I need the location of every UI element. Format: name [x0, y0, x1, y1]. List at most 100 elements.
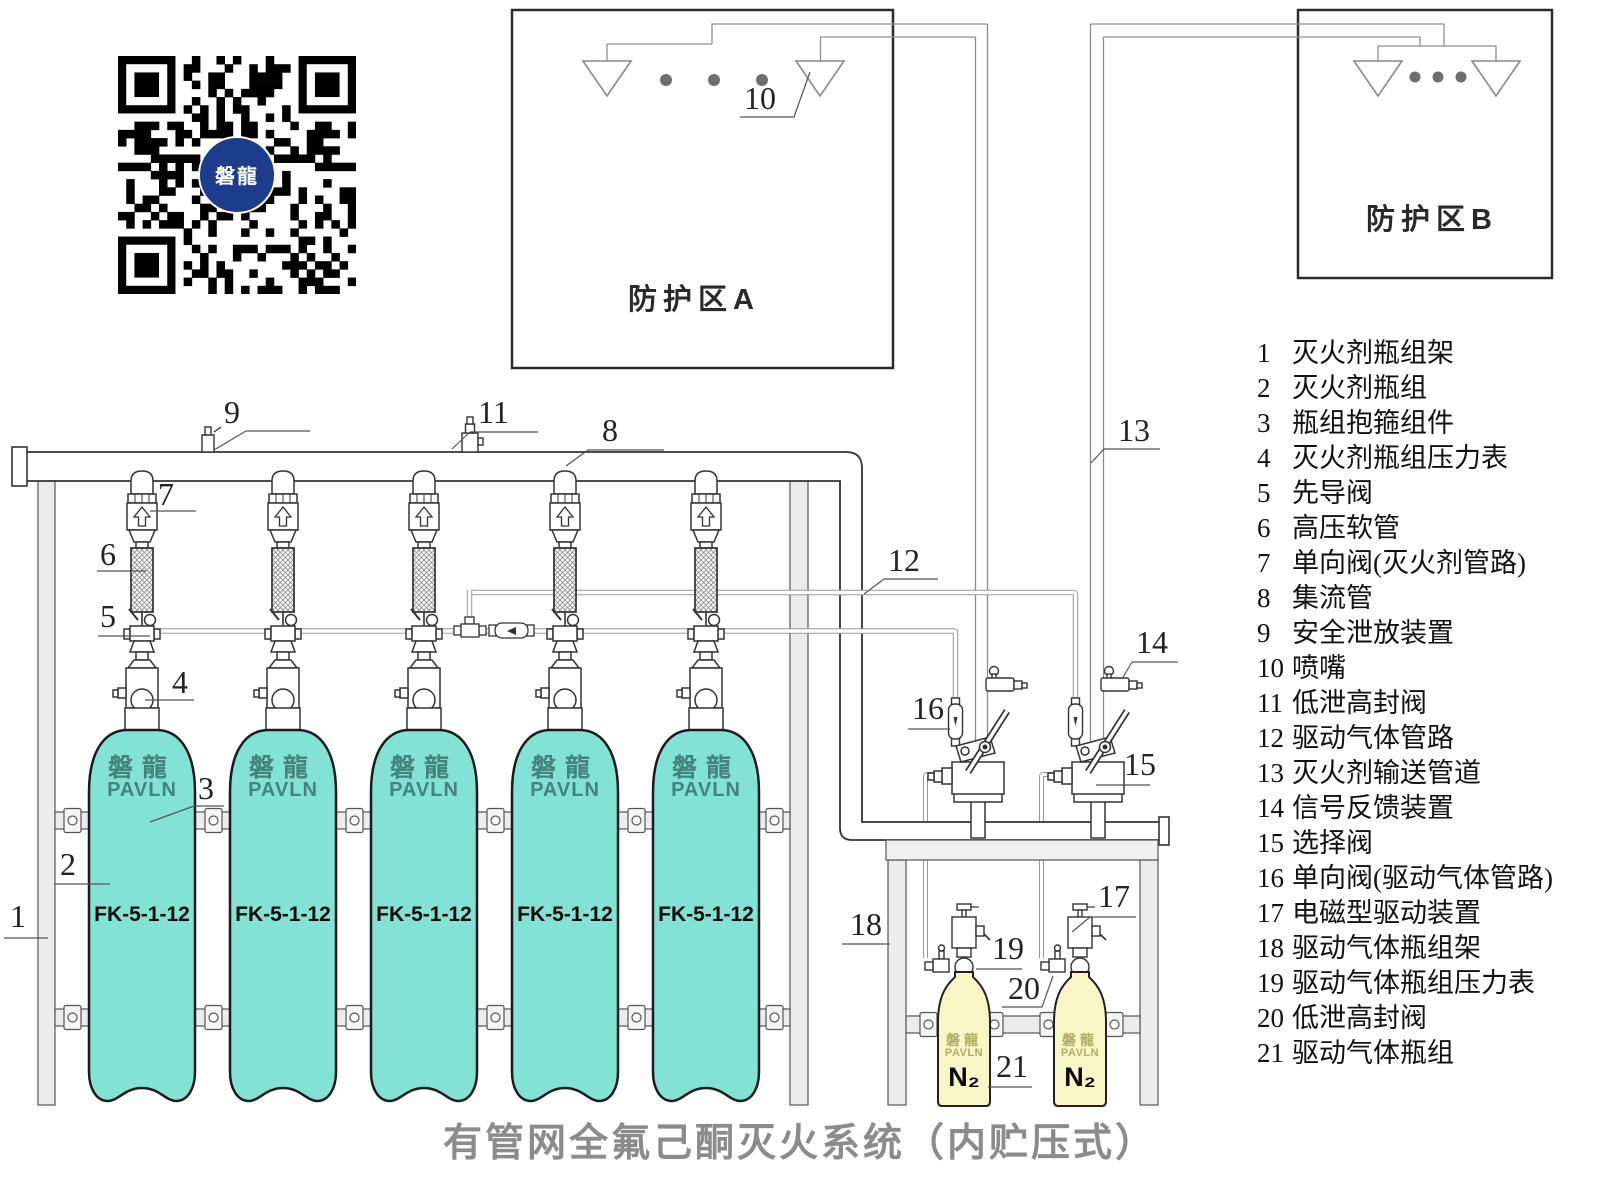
legend-item-number: 3 [1257, 408, 1271, 438]
check-valve-driver-b [1067, 697, 1084, 747]
callout-number: 12 [888, 542, 920, 578]
callout-number: 7 [158, 476, 174, 512]
legend-item-number: 15 [1257, 828, 1284, 858]
legend-item-label: 喷嘴 [1292, 653, 1346, 683]
callout-leaders [4, 71, 1178, 1088]
clamp-bolt [765, 807, 784, 834]
legend-item: 15 选择阀 [1257, 826, 1373, 860]
legend-item-number: 9 [1257, 618, 1271, 648]
legend-item-number: 14 [1257, 793, 1284, 823]
zone-a-label: 防护区A [628, 284, 760, 316]
clamp-bolt [627, 807, 646, 834]
legend-item: 14 信号反馈装置 [1257, 791, 1454, 825]
qr-logo-badge [198, 136, 276, 214]
legend-item-number: 6 [1257, 513, 1271, 543]
driving-gas-lines [130, 589, 1084, 747]
callout-number: 17 [1098, 878, 1130, 914]
nozzle-icon [1353, 60, 1403, 97]
legend-item-label: 驱动气体管路 [1292, 723, 1454, 753]
nozzle-icon [582, 60, 632, 97]
agent-brand-sub: PAVLN [248, 779, 318, 801]
check-valve-driver-a [947, 697, 964, 747]
callout-number: 18 [850, 906, 882, 942]
callout-number: 21 [996, 1048, 1028, 1084]
driver-brand-text: 磐龍 [946, 1032, 982, 1048]
legend-item-label: 信号反馈装置 [1292, 793, 1454, 823]
legend-item: 19 驱动气体瓶组压力表 [1257, 966, 1535, 1000]
zone-a-box [510, 8, 895, 370]
legend-item-number: 8 [1257, 583, 1271, 613]
callout-number: 19 [992, 930, 1024, 966]
legend-item-number: 13 [1257, 758, 1284, 788]
agent-model-label: FK-5-1-12 [94, 903, 190, 926]
zone-b-box [1296, 8, 1554, 280]
callout-number: 3 [198, 770, 214, 806]
legend-item-label: 先导阀 [1292, 478, 1373, 508]
legend-item-label: 驱动气体瓶组架 [1292, 933, 1481, 963]
nozzle-continuation-dots [660, 71, 1467, 86]
callout-number: 13 [1118, 412, 1150, 448]
legend-item-label: 瓶组抱箍组件 [1292, 408, 1454, 438]
agent-brand-text: 磐龍 [530, 754, 599, 782]
legend-item-number: 20 [1257, 1003, 1284, 1033]
driver-brand-sub: PAVLN [1060, 1047, 1100, 1059]
zone-piping [606, 23, 1497, 61]
callout-number: 15 [1124, 746, 1156, 782]
low-leak-high-seal-valve [461, 416, 484, 453]
legend-item-label: 选择阀 [1292, 828, 1373, 858]
legend-item: 4 灭火剂瓶组压力表 [1257, 441, 1508, 475]
legend-item-label: 单向阀(灭火剂管路) [1292, 548, 1526, 578]
clamp-bolt [63, 1004, 82, 1031]
nozzle-icon [1471, 60, 1521, 97]
agent-brand-sub: PAVLN [671, 779, 741, 801]
agent-delivery-pipes [974, 24, 1105, 742]
legend-item-label: 安全泄放装置 [1292, 618, 1454, 648]
selection-valve-a [928, 711, 1007, 838]
callout-number: 20 [1008, 970, 1040, 1006]
callout-number: 2 [60, 846, 76, 882]
legend-item-label: 驱动气体瓶组压力表 [1292, 968, 1535, 998]
clamp-bolt [627, 1004, 646, 1031]
legend-item: 17 电磁型驱动装置 [1257, 896, 1481, 930]
agent-model-label: FK-5-1-12 [517, 903, 613, 926]
legend-item-number: 4 [1257, 443, 1271, 473]
legend-item-label: 灭火剂瓶组压力表 [1292, 443, 1508, 473]
legend-item-label: 灭火剂瓶组 [1292, 373, 1427, 403]
legend-item-number: 17 [1257, 898, 1284, 928]
agent-brand-text: 磐龍 [248, 754, 317, 782]
driver-model-label: N₂ [948, 1062, 980, 1092]
legend-item-number: 2 [1257, 373, 1271, 403]
manifold-and-discharge-pipe [11, 446, 1170, 861]
legend-item-number: 10 [1257, 653, 1284, 683]
table-left-leg [887, 859, 907, 1106]
agent-model-label: FK-5-1-12 [376, 903, 472, 926]
legend-item-label: 电磁型驱动装置 [1292, 898, 1481, 928]
callout-number: 6 [100, 536, 116, 572]
signal-feedback-b [1100, 665, 1143, 692]
qr-code: 磐龍 [118, 56, 356, 294]
clamp-bolt [345, 1004, 364, 1031]
legend-item-number: 5 [1257, 478, 1271, 508]
legend-item: 10 喷嘴 [1257, 651, 1346, 685]
signal-feedback-a [985, 665, 1028, 692]
legend-item-number: 16 [1257, 863, 1284, 893]
agent-brand-text: 磐龍 [107, 754, 176, 782]
agent-model-label: FK-5-1-12 [658, 903, 754, 926]
legend-item-label: 灭火剂瓶组架 [1292, 338, 1454, 368]
pilot-line-tee [453, 616, 487, 638]
callout-number: 14 [1136, 624, 1168, 660]
legend-item-label: 驱动气体瓶组 [1292, 1038, 1454, 1068]
nozzles [582, 60, 1521, 97]
legend-item-number: 19 [1257, 968, 1284, 998]
legend-item-number: 11 [1257, 688, 1283, 718]
